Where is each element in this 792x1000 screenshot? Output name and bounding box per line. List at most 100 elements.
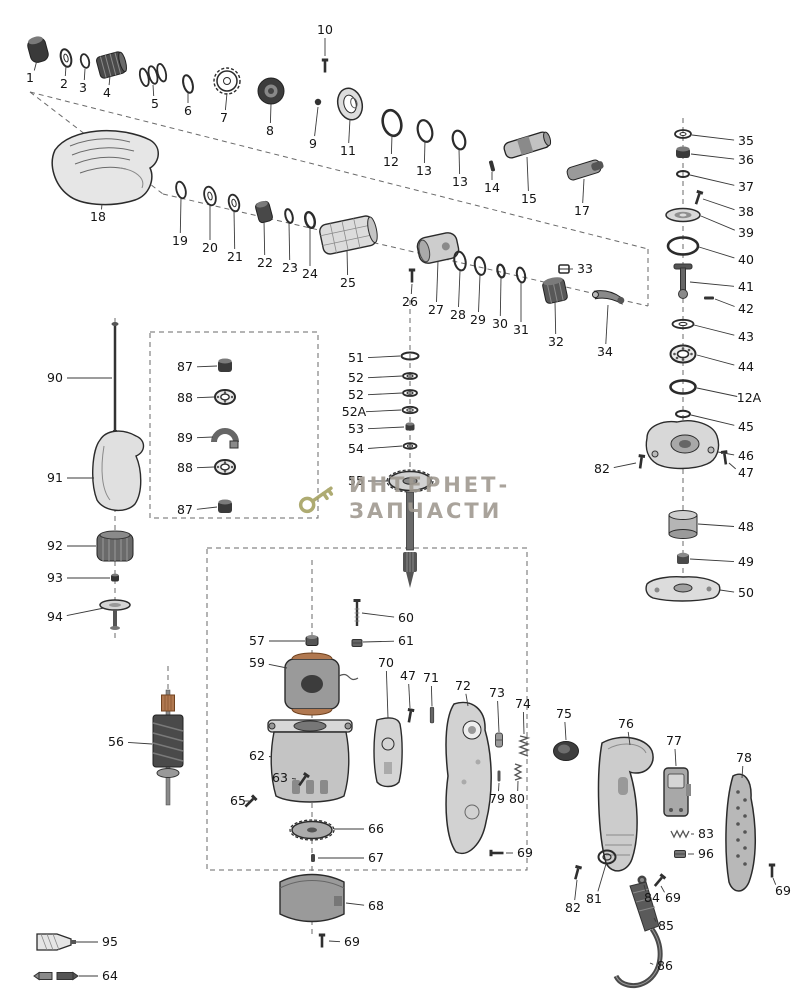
part-71-pin [429,706,435,724]
leader-line-82 [574,879,578,901]
leader-line-17 [582,178,585,204]
part-30 [496,263,506,279]
part-91-housing [92,430,145,511]
leader-line-69 [660,885,665,893]
part-label-52: 52 [348,370,364,385]
leader-line-5 [152,84,155,97]
part-label-87: 87 [177,359,193,374]
part-86-cable [613,927,663,989]
part-68-cover-band [279,873,345,923]
leader-line-11 [348,118,351,144]
leader-line-26 [410,283,413,295]
part-31 [515,266,527,284]
part-label-70: 70 [378,655,394,670]
part-8 [257,77,285,105]
leader-line-69 [328,940,341,943]
part-label-27: 27 [428,302,444,317]
part-label-11: 11 [340,143,356,158]
part-96-nut [674,850,686,858]
part-label-66: 66 [368,821,384,836]
part-label-13: 13 [452,174,468,189]
part-label-69: 69 [665,890,681,905]
part-label-81: 81 [586,891,602,906]
part-label-9: 9 [309,136,317,151]
part-label-85: 85 [658,918,674,933]
part-4 [95,51,127,79]
part-label-26: 26 [402,294,418,309]
leader-line-61 [362,640,395,643]
part-83-spring [670,829,690,839]
leader-line-36 [690,153,735,160]
part-label-72: 72 [455,678,471,693]
key-icon [298,486,334,514]
part-label-64: 64 [102,968,118,983]
part-61-nut [351,639,363,647]
leader-line-22 [263,220,266,256]
part-52a [402,372,418,380]
part-77-switch [663,767,691,817]
leader-line-70 [385,670,389,719]
leader-line-8 [269,103,272,124]
leader-line-13 [423,140,426,164]
part-82-screw-right [636,454,646,469]
part-label-56: 56 [108,734,124,749]
part-label-47: 47 [400,668,416,683]
part-6 [182,74,194,94]
leader-line-52 [367,375,403,379]
part-79-pin [497,770,501,782]
part-label-69: 69 [344,934,360,949]
part-label-73: 73 [489,685,505,700]
leader-line-9 [314,106,319,137]
part-label-21: 21 [227,249,243,264]
part-label-57: 57 [249,633,265,648]
part-label-96: 96 [698,846,714,861]
part-label-59: 59 [249,655,265,670]
part-15 [503,131,552,159]
part-label-6: 6 [184,103,192,118]
part-39 [665,207,701,223]
part-label-10: 10 [317,22,333,37]
part-59-stator [284,652,359,716]
leader-line-27 [436,260,439,303]
part-label-5: 5 [151,96,159,111]
leader-line-87 [196,365,218,368]
part-label-90: 90 [47,370,63,385]
part-3 [79,53,91,69]
part-label-80: 80 [509,791,525,806]
part-label-18: 18 [90,209,106,224]
part-label-91: 91 [47,470,63,485]
part-label-40: 40 [738,252,754,267]
leader-line-47 [408,683,411,709]
leader-line-77 [674,748,677,767]
leader-line-63 [291,778,297,780]
part-43 [671,318,695,330]
part-23 [284,208,294,224]
part-label-95: 95 [102,934,118,949]
leader-line-52 [367,392,403,396]
part-85-cable-boot [629,881,660,932]
part-label-7: 7 [220,110,228,125]
leader-line-76 [627,731,631,746]
part-label-61: 61 [398,633,414,648]
leader-line-68 [345,902,365,906]
leader-line-19 [179,197,182,234]
leader-line-85 [653,917,657,922]
part-label-25: 25 [340,275,356,290]
part-label-37: 37 [738,179,754,194]
part-label-82: 82 [565,900,581,915]
leader-line-79 [498,782,500,792]
part-label-13: 13 [416,163,432,178]
part-57 [305,635,319,646]
leader-line-45 [690,414,735,426]
part-48-piston [668,510,698,539]
leader-line-52A [365,409,402,413]
part-label-50: 50 [738,585,754,600]
part-45 [675,409,691,419]
part-12A [669,379,697,395]
part-label-19: 19 [172,233,188,248]
part-50-plate [645,576,721,602]
part-53 [405,422,415,431]
leader-line-89 [196,436,214,439]
leader-line-18 [101,203,103,210]
